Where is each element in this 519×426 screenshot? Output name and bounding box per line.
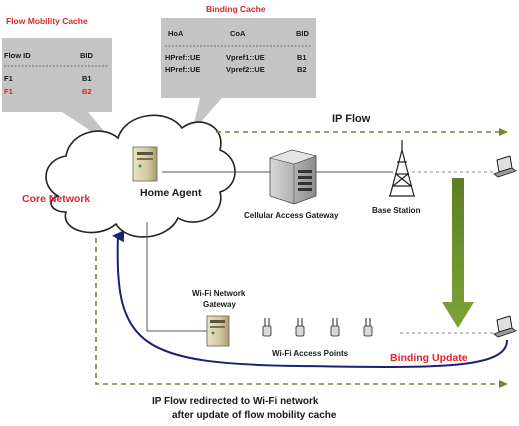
bc-row-1-hoa: HPref::UE xyxy=(165,53,200,62)
laptop-icon xyxy=(493,155,517,178)
bc-row-2-bid: B2 xyxy=(297,65,307,74)
wifi-access-points-label: Wi-Fi Access Points xyxy=(272,349,349,358)
bc-col-bid: BID xyxy=(296,29,310,38)
server-icon xyxy=(206,315,230,347)
redirect-caption-1: IP Flow redirected to Wi-Fi network xyxy=(152,396,319,407)
cellular-gateway-label: Cellular Access Gateway xyxy=(244,211,339,220)
wifi-ap-icon xyxy=(363,318,373,337)
home-agent-label: Home Agent xyxy=(140,187,202,199)
core-network-label: Core Network xyxy=(22,193,90,205)
fmc-col-bid: BID xyxy=(80,51,94,60)
binding-cache-callout xyxy=(161,18,316,132)
bc-col-hoa: HoA xyxy=(168,29,184,38)
wifi-ap-icon xyxy=(262,318,272,337)
bc-row-1-coa: Vpref1::UE xyxy=(226,53,265,62)
fmc-row-1-flow: F1 xyxy=(4,74,13,83)
server-icon xyxy=(132,146,158,182)
fmc-row-2-flow: F1 xyxy=(4,87,13,96)
handover-arrow xyxy=(442,178,474,328)
binding-update-arrow xyxy=(112,230,509,368)
wifi-gateway-label-2: Gateway xyxy=(203,300,236,309)
redirected-ip-flow-arrow xyxy=(95,238,508,388)
redirect-caption-2: after update of flow mobility cache xyxy=(172,410,337,421)
ip-flow-label: IP Flow xyxy=(332,113,371,125)
bc-row-2-coa: Vpref2::UE xyxy=(226,65,265,74)
gateway-rack-icon xyxy=(268,149,318,205)
laptop-icon xyxy=(493,315,517,338)
bc-row-1-bid: B1 xyxy=(297,53,307,62)
bc-col-coa: CoA xyxy=(230,29,246,38)
fmc-row-2-bid: B2 xyxy=(82,87,92,96)
flow-mobility-cache-title: Flow Mobility Cache xyxy=(6,16,88,26)
bc-row-2-hoa: HPref::UE xyxy=(165,65,200,74)
flow-mobility-cache-callout xyxy=(2,38,120,150)
wifi-ap-icon xyxy=(295,318,305,337)
wifi-gateway-label-1: Wi-Fi Network xyxy=(192,289,246,298)
radio-links xyxy=(400,171,494,334)
binding-update-label: Binding Update xyxy=(390,352,468,364)
wifi-ap-icon xyxy=(330,318,340,337)
binding-cache-title: Binding Cache xyxy=(206,4,266,14)
base-station-label: Base Station xyxy=(372,206,421,215)
backbone-links xyxy=(146,171,393,332)
cell-tower-icon xyxy=(389,140,415,197)
fmc-col-flow-id: Flow ID xyxy=(4,51,31,60)
fmc-row-1-bid: B1 xyxy=(82,74,92,83)
